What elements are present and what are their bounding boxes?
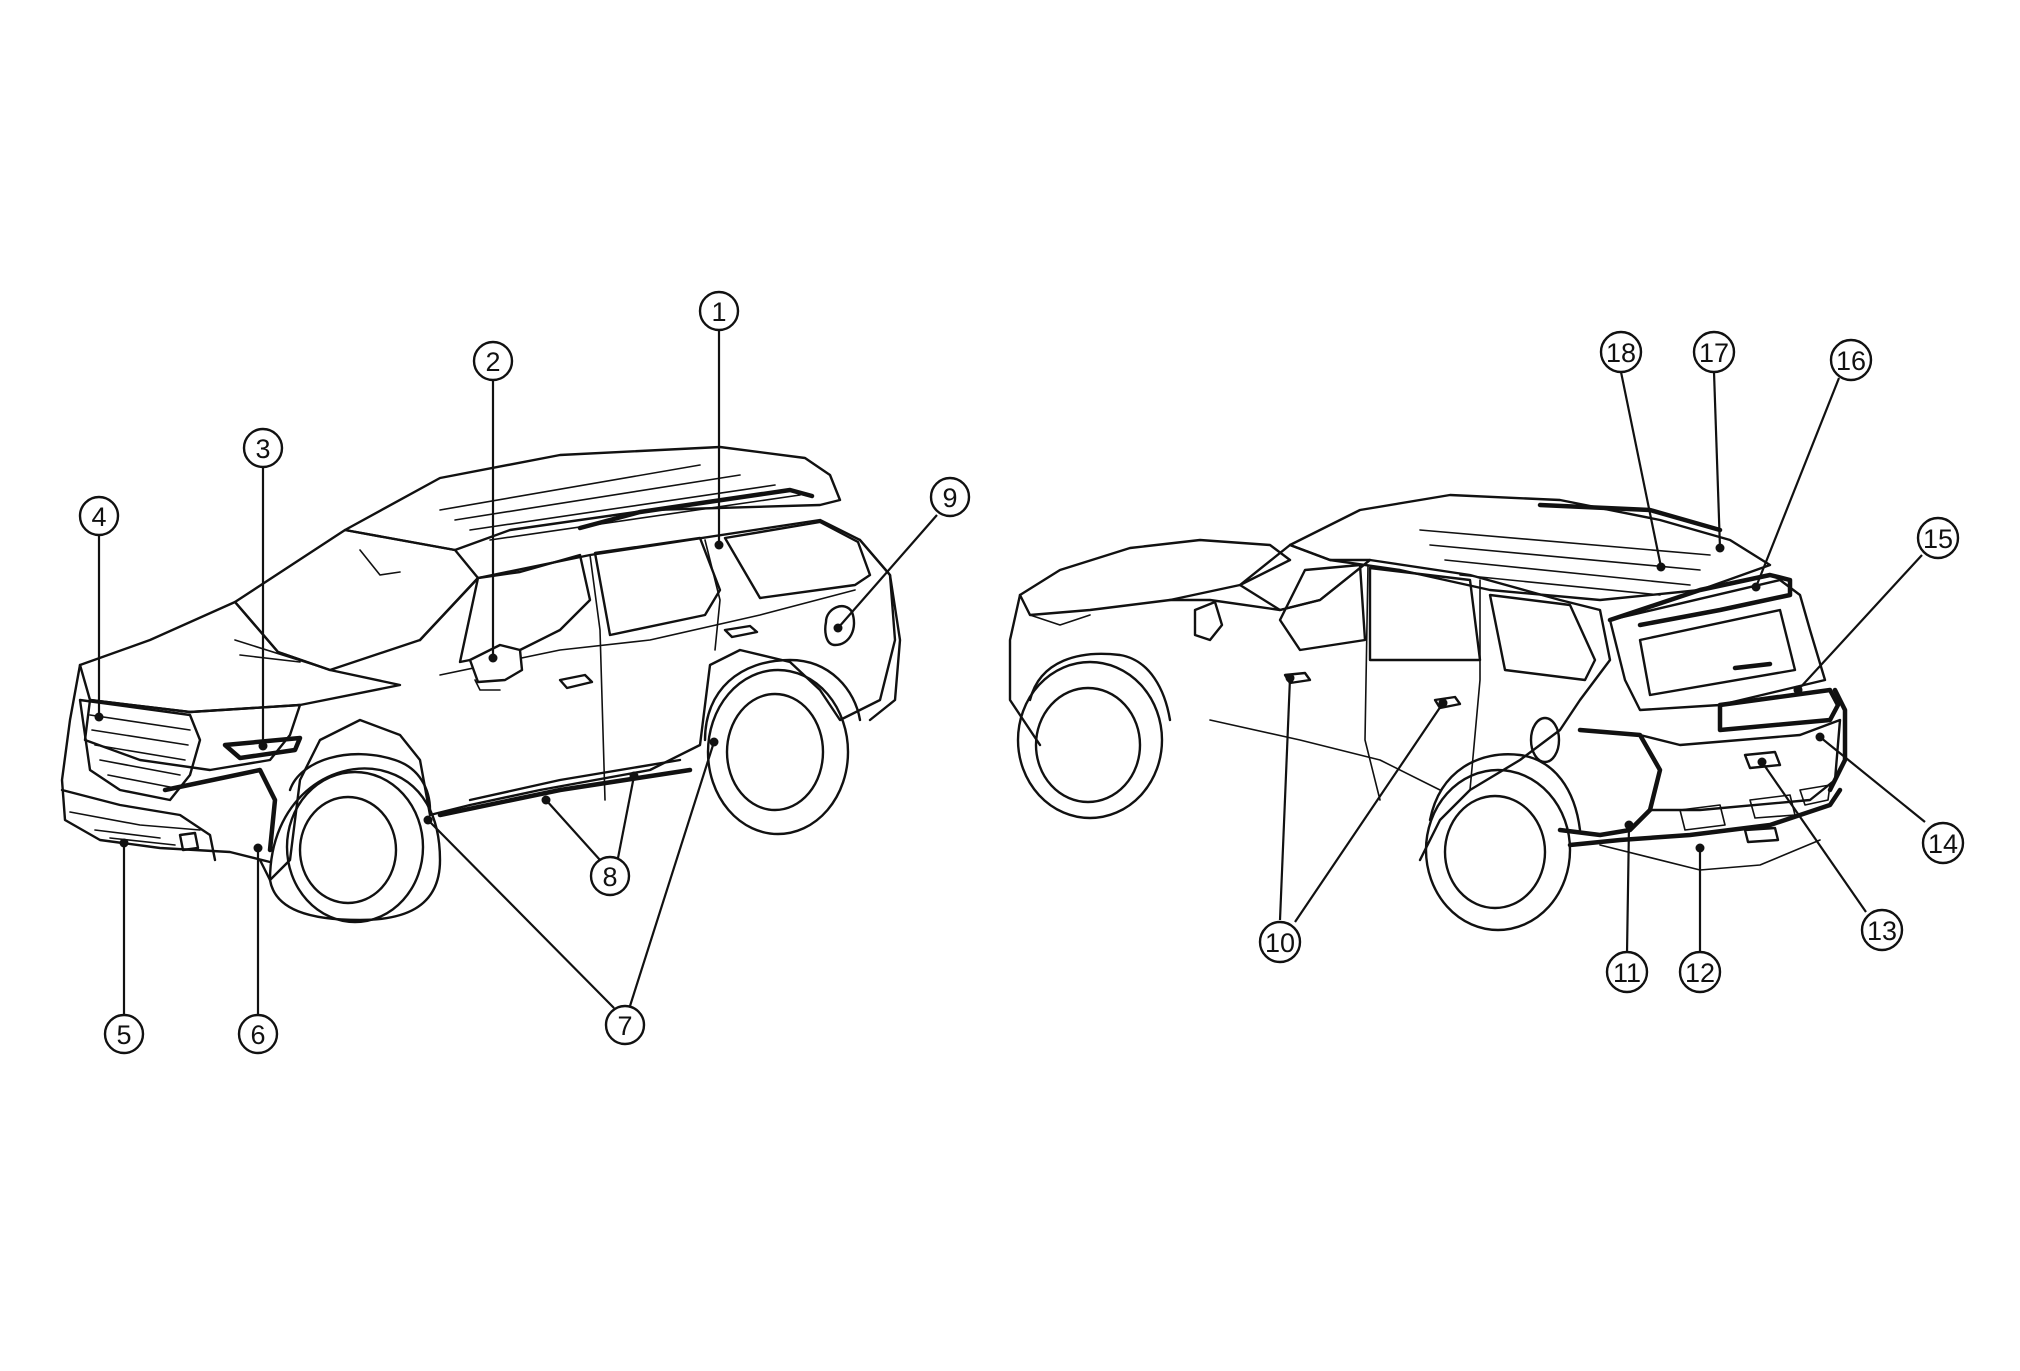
- callout-5: 5: [103, 1013, 145, 1055]
- callout-number: 7: [617, 1011, 632, 1041]
- callout-4: 4: [78, 495, 120, 537]
- callout-number: 13: [1867, 916, 1897, 946]
- callout-14: 14: [1921, 821, 1965, 865]
- callout-7: 7: [604, 1004, 646, 1046]
- callout-16: 16: [1829, 338, 1873, 382]
- callout-3: 3: [242, 427, 284, 469]
- callout-12: 12: [1678, 950, 1722, 994]
- callout-1: 1: [698, 290, 740, 332]
- callout-9: 9: [929, 476, 971, 518]
- callout-number: 2: [485, 347, 500, 377]
- callout-15: 15: [1916, 516, 1960, 560]
- callout-number: 12: [1685, 958, 1715, 988]
- callout-2: 2: [472, 340, 514, 382]
- callout-6: 6: [237, 1013, 279, 1055]
- callout-number: 11: [1613, 958, 1641, 988]
- callout-17: 17: [1692, 330, 1736, 374]
- callout-leaders: [94, 330, 1926, 1015]
- callout-number: 8: [602, 862, 617, 892]
- callout-number: 9: [942, 483, 957, 513]
- callout-number: 16: [1836, 346, 1866, 376]
- callout-8: 8: [589, 855, 631, 897]
- callout-number: 5: [116, 1020, 131, 1050]
- callout-number: 1: [711, 297, 726, 327]
- callout-13: 13: [1860, 908, 1904, 952]
- vehicle-rear-view: [1008, 493, 1848, 932]
- callout-number: 4: [91, 502, 106, 532]
- callout-number: 15: [1923, 524, 1953, 554]
- callout-10: 10: [1258, 920, 1302, 964]
- callout-number: 18: [1606, 338, 1636, 368]
- callout-number: 10: [1265, 928, 1295, 958]
- callout-number: 14: [1928, 829, 1958, 859]
- callout-number: 6: [250, 1020, 265, 1050]
- vehicle-front-view: [60, 445, 902, 924]
- callout-number: 17: [1699, 338, 1729, 368]
- callout-11: 11: [1605, 950, 1649, 994]
- callout-number: 3: [255, 434, 270, 464]
- callout-18: 18: [1599, 330, 1643, 374]
